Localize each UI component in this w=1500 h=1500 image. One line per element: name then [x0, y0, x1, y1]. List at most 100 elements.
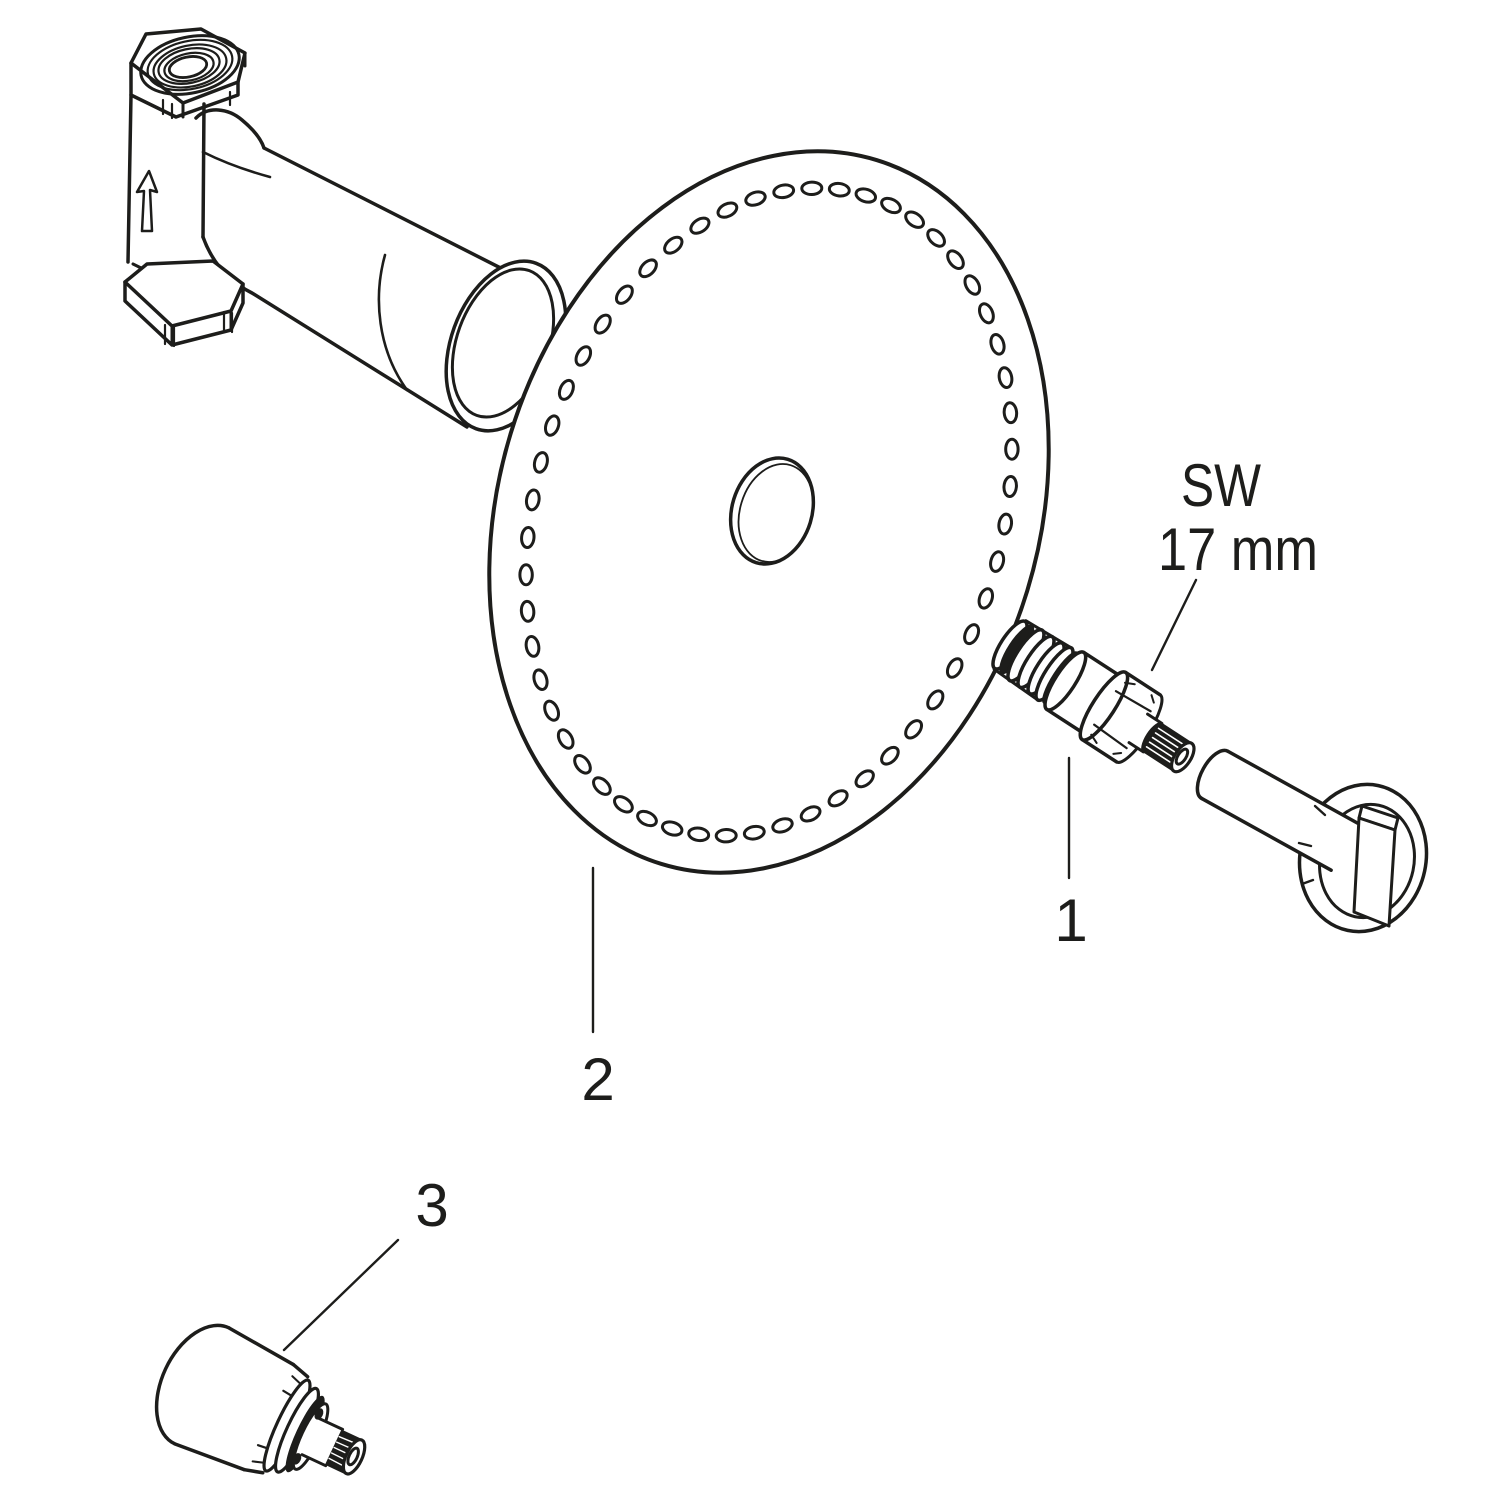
disc-perforation-hole [592, 776, 612, 796]
spindle-body-silhouette [173, 1326, 296, 1472]
disc-perforation-hole [963, 274, 982, 296]
disc-perforation-hole [926, 689, 945, 711]
stem-silhouette [300, 1416, 345, 1468]
disc-perforation-hole [1002, 475, 1018, 498]
disc-perforation-hole [532, 451, 549, 474]
boss-junction-curve [201, 150, 272, 179]
disc-perforation-hole [524, 488, 541, 512]
hub-notch [292, 1453, 302, 1465]
top-nut-band [129, 61, 240, 119]
knob-wing-front [1352, 816, 1397, 928]
perforated-sealing-disc [487, 149, 1051, 875]
flow-direction-arrow-icon [135, 169, 159, 233]
disc-perforation-hole [771, 817, 794, 834]
cylinder-step-arc [377, 253, 409, 392]
disc-perforation-hole [799, 805, 822, 823]
hex-chamfer-ticks [1090, 681, 1155, 755]
disc-perforation-hole [1002, 401, 1019, 425]
disc-perforation-hole [977, 302, 995, 325]
disc-perforation-hole [716, 201, 739, 219]
cartridge-extension-spindle [154, 1323, 367, 1476]
thread-ring [163, 51, 215, 83]
key-rod [1195, 748, 1360, 872]
disc-perforation-hole [543, 414, 561, 437]
neck-silhouette [1127, 712, 1164, 754]
disc-perforation-hole [945, 657, 964, 679]
disc-perforation-hole [518, 563, 534, 587]
bottom-nut-facet-lines [163, 310, 234, 348]
thread-ring [157, 47, 221, 85]
hub-notch [314, 1408, 324, 1420]
disc-perforation-hole [904, 719, 924, 740]
neck-fill [1129, 714, 1162, 752]
disc-perforation-hole [742, 824, 766, 841]
part-3-number-label: 3 [415, 1172, 448, 1239]
part-1-number-label: 1 [1054, 887, 1087, 954]
disc-perforation-hole [524, 635, 541, 658]
disc-perforation-hole [989, 333, 1006, 356]
disc-perforation-hole [613, 795, 634, 814]
disc-perforation-hole [660, 820, 684, 837]
disc-perforation-hole [827, 181, 851, 198]
disc-perforation-hole [520, 526, 536, 549]
part-2-number-label: 2 [581, 1046, 614, 1113]
disc-perforation-hole [800, 180, 824, 197]
labels: SW 17 mm 1 2 3 [415, 452, 1318, 1239]
disc-perforation-hole [827, 789, 849, 808]
boss-outline [194, 108, 266, 150]
top-nut-facet-lines [161, 90, 232, 120]
knurl-hatch [1145, 727, 1190, 768]
thread-bore [139, 34, 241, 96]
leader-lines [282, 578, 1198, 1352]
disc-center-hole-inner [737, 463, 815, 563]
disc-perforation-hole [963, 623, 981, 646]
thread-ring [167, 55, 209, 79]
rod-fill [1197, 750, 1358, 871]
disc-perforation-hole [573, 754, 592, 775]
disc-perforation-hole [614, 284, 634, 305]
disc-perforation-hole [854, 769, 875, 789]
disc-perforation-hole [593, 313, 612, 335]
knurl-hatch [328, 1435, 361, 1470]
hex-facet-lines [1093, 690, 1152, 750]
disc-perforation-hole [997, 366, 1014, 389]
stem-fill [302, 1418, 343, 1466]
disc-perforation-hole [997, 512, 1014, 536]
disc-perforation-hole [989, 550, 1006, 573]
disc-perforation-hole [880, 196, 902, 215]
disc-perforation-hole [663, 235, 684, 255]
stem-end-hole [1174, 747, 1190, 766]
disc-perforation-hole [557, 378, 575, 401]
shut-off-valve-cartridge [991, 619, 1196, 774]
wrench-size-prefix-label: SW [1181, 452, 1261, 519]
disc-perforation-hole [926, 228, 946, 248]
top-nut-edge [181, 51, 247, 119]
stem-end-hole [346, 1446, 360, 1467]
disc-perforation-hole [977, 587, 995, 610]
disc-perforation-hole [574, 345, 593, 367]
bottom-nut-band [123, 280, 245, 347]
disc-perforation-hole [532, 668, 549, 691]
disc-perforation-hole [543, 699, 561, 722]
disc-perforation-hole [1004, 437, 1020, 461]
leader-line-part-3 [282, 1238, 400, 1352]
thread-ring [152, 43, 228, 89]
spindle-hex-silhouette [242, 1362, 310, 1475]
disc-perforation-hole [854, 187, 878, 204]
wrench-size-value-label: 17 mm [1158, 516, 1318, 583]
disc-perforation-hole [880, 745, 900, 766]
disc-perforation-hole [772, 183, 796, 200]
pipe-right-edge [201, 102, 206, 239]
thread-ring [139, 34, 241, 96]
thread-ring [146, 38, 234, 92]
service-key [1195, 748, 1429, 934]
disc-perforation-hole [689, 216, 711, 235]
disc-perforation-hole [636, 809, 658, 828]
concealed-valve-body [123, 27, 568, 433]
disc-perforation-hole [714, 827, 738, 844]
hex-collar-ring [1078, 670, 1130, 742]
disc-perforation-hole [519, 599, 536, 623]
spindle-face-cap [154, 1323, 231, 1446]
